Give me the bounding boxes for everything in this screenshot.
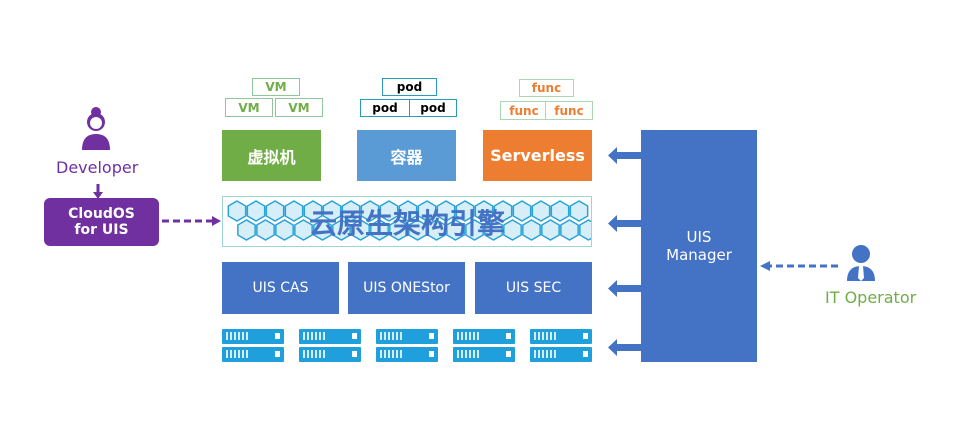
uis-cas-block: UIS CAS <box>222 262 339 314</box>
server-icon <box>299 347 361 362</box>
hexagon <box>446 219 465 241</box>
hexagon <box>484 219 503 241</box>
hexagon <box>227 200 247 222</box>
cloudos-block: CloudOS for UIS <box>44 198 159 246</box>
hexagon <box>579 219 591 241</box>
server-icon <box>376 347 438 362</box>
cloud-native-engine: 云原生架构引擎 <box>222 196 592 247</box>
hexagon <box>455 200 475 222</box>
hexagon <box>237 219 256 241</box>
it-operator-label: IT Operator <box>825 288 917 307</box>
server-icon <box>453 347 515 362</box>
cloudos-line1: CloudOS <box>68 206 135 222</box>
hexagon <box>379 200 399 222</box>
engine-label: 云原生架构引擎 <box>308 206 505 240</box>
func-item: func <box>545 101 593 120</box>
it-operator-icon <box>847 245 875 281</box>
server-icon <box>530 347 592 362</box>
server-icon <box>222 329 284 344</box>
hexagon <box>503 219 522 241</box>
hexagon <box>531 200 551 222</box>
hexagon <box>284 200 304 222</box>
pod-item: pod <box>382 78 437 96</box>
manager-line2: Manager <box>666 246 732 264</box>
uis-sec-block: UIS SEC <box>475 262 592 314</box>
server-icon <box>222 347 284 362</box>
server-icon <box>299 329 361 344</box>
hexagon <box>351 219 370 241</box>
hexagon <box>493 200 513 222</box>
hexagon <box>569 200 589 222</box>
manager-arrows <box>608 147 641 356</box>
hexagon <box>389 219 408 241</box>
serverless-block: Serverless <box>483 130 592 181</box>
hexagon <box>246 200 266 222</box>
arrow-left-icon <box>608 339 641 356</box>
hexagon <box>550 200 570 222</box>
vm-item: VM <box>225 98 273 117</box>
hexagon <box>522 219 541 241</box>
hexagon <box>303 200 323 222</box>
hexagon <box>294 219 313 241</box>
vm-item: VM <box>275 98 323 117</box>
hexagon <box>360 200 380 222</box>
hexagon <box>332 219 351 241</box>
hexagon <box>427 219 446 241</box>
hexagon <box>408 219 427 241</box>
developer-label: Developer <box>56 158 139 177</box>
pod-item: pod <box>409 99 457 117</box>
server-icon <box>453 329 515 344</box>
hexagon <box>370 219 389 241</box>
uis-onestor-block: UIS ONEStor <box>348 262 465 314</box>
hexagon <box>275 219 294 241</box>
hexagon <box>474 200 494 222</box>
hexagon <box>341 200 361 222</box>
hexagon-pattern <box>227 200 591 241</box>
func-item: func <box>519 79 574 97</box>
hexagon <box>560 219 579 241</box>
arrow-left-icon <box>608 215 641 232</box>
server-icon <box>376 329 438 344</box>
developer-icon <box>82 107 110 150</box>
hexagon <box>512 200 532 222</box>
server-icon <box>530 329 592 344</box>
uis-manager-block: UIS Manager <box>641 130 757 362</box>
vm-block: 虚拟机 <box>222 130 321 181</box>
container-block: 容器 <box>357 130 456 181</box>
hexagon <box>541 219 560 241</box>
hexagon <box>465 219 484 241</box>
func-item: func <box>500 101 548 120</box>
hexagon <box>398 200 418 222</box>
hexagon <box>322 200 342 222</box>
manager-line1: UIS <box>686 228 712 246</box>
hexagon <box>313 219 332 241</box>
arrow-left-icon <box>608 280 641 297</box>
arrow-left-icon <box>608 147 641 164</box>
vm-item: VM <box>252 78 300 96</box>
hexagon <box>417 200 437 222</box>
hexagon <box>256 219 275 241</box>
pod-item: pod <box>360 99 410 117</box>
hexagon <box>436 200 456 222</box>
hexagon <box>265 200 285 222</box>
cloudos-line2: for UIS <box>74 222 129 238</box>
